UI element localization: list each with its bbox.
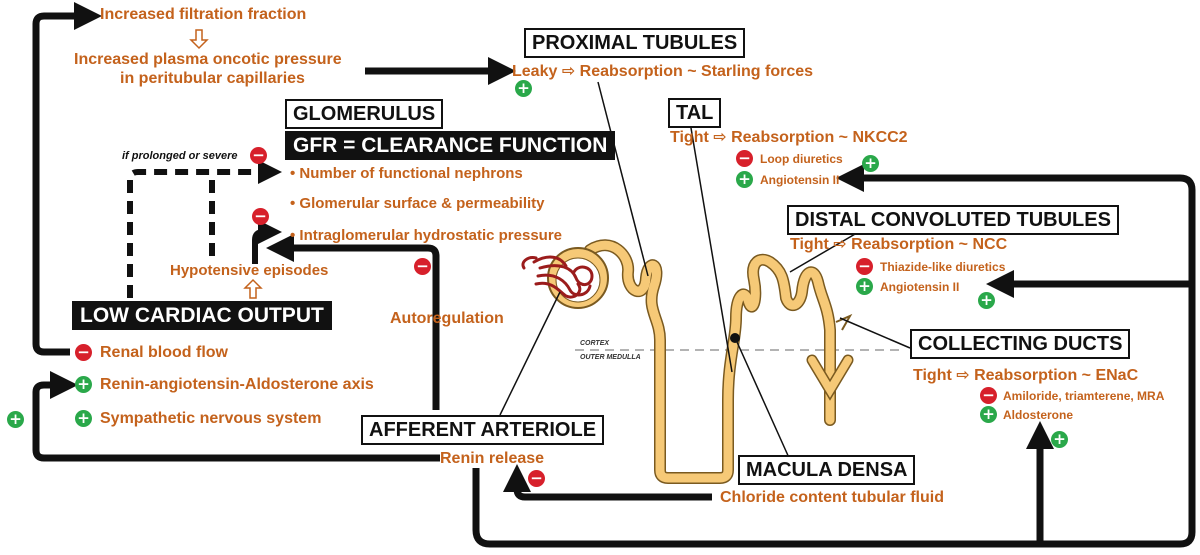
renal-blood-flow-text: Renal blood flow (100, 344, 228, 361)
arrow-renin-to-raas (32, 371, 440, 462)
macula-densa-title: MACULA DENSA (738, 455, 916, 485)
minus-icon: − (75, 344, 92, 361)
glomerulus-title: GLOMERULUS (285, 99, 444, 129)
leader-macula (736, 341, 791, 461)
tal-minus-text: Loop diuretics (760, 152, 843, 166)
filtration-fraction-text: Increased filtration fraction (100, 6, 307, 23)
renin-release-text: Renin release (440, 450, 545, 467)
chloride-content-text: Chloride content tubular fluid (720, 489, 944, 506)
dct-title: DISTAL CONVOLUTED TUBULES (787, 205, 1119, 235)
cortex-label: CORTEX (580, 340, 610, 347)
dct-plus-text: Angiotensin II (880, 280, 960, 294)
plus-icon: + (7, 411, 24, 428)
open-arrow-filtration-down (189, 29, 209, 50)
oncotic-pressure-line2: in peritubular capillaries (120, 70, 305, 87)
outer-medulla-label: OUTER MEDULLA (580, 354, 641, 361)
hypotensive-episodes-text: Hypotensive episodes (170, 262, 329, 279)
arrow-hypotensive (252, 220, 282, 264)
tal-title: TAL (668, 98, 722, 128)
minus-icon: − (856, 258, 873, 275)
prolonged-note: if prolonged or severe (122, 150, 238, 162)
glomerulus-item-pressure: • Intraglomerular hydrostatic pressure (290, 227, 562, 244)
sns-text: Sympathetic nervous system (100, 410, 322, 427)
collecting-ducts-title: COLLECTING DUCTS (910, 329, 1131, 359)
oncotic-pressure-line1: Increased plasma oncotic pressure (74, 51, 342, 68)
collecting-ducts-text: Tight ⇨ Reabsorption ~ ENaC (913, 367, 1139, 384)
plus-icon: + (1051, 431, 1068, 448)
tal-plus-text: Angiotensin II (760, 173, 840, 187)
collecting-plus-text: Aldosterone (1003, 408, 1074, 422)
afferent-arteriole-title: AFFERENT ARTERIOLE (361, 415, 605, 445)
dashed-arrow-prolonged (127, 160, 282, 298)
arrow-macula-to-renin (503, 464, 712, 501)
arrow-raas-to-tal (472, 164, 1196, 548)
glomerulus-item-nephrons: • Number of functional nephrons (290, 165, 523, 182)
minus-icon: − (414, 258, 431, 275)
raas-text: Renin-angiotensin-Aldosterone axis (100, 376, 374, 393)
leader-tal (689, 121, 733, 373)
macula-densa-dot (730, 333, 740, 343)
plus-icon: + (856, 278, 873, 295)
proximal-tubules-text: Leaky ⇨ Reabsorption ~ Starling forces (512, 63, 814, 80)
minus-icon: − (736, 150, 753, 167)
glomerulus-item-surface: • Glomerular surface & permeability (290, 195, 545, 212)
leader-proximal (597, 81, 649, 277)
minus-icon: − (528, 470, 545, 487)
plus-icon: + (75, 376, 92, 393)
minus-icon: − (252, 208, 269, 225)
tal-text: Tight ⇨ Reabsorption ~ NKCC2 (670, 129, 908, 146)
autoregulation-text: Autoregulation (390, 310, 504, 327)
arrow-renal-to-filtration (32, 2, 102, 356)
arrow-autoregulation (266, 234, 440, 410)
plus-icon: + (862, 155, 879, 172)
minus-icon: − (980, 387, 997, 404)
low-cardiac-output-title: LOW CARDIAC OUTPUT (72, 301, 332, 331)
gfr-clearance-title: GFR = CLEARANCE FUNCTION (285, 131, 616, 161)
collecting-minus-text: Amiloride, triamterene, MRA (1003, 389, 1165, 403)
dct-text: Tight ⇨ Reabsorption ~ NCC (790, 236, 1008, 253)
plus-icon: + (980, 406, 997, 423)
proximal-tubules-title: PROXIMAL TUBULES (524, 28, 746, 58)
leader-collecting (839, 317, 911, 349)
dct-marker (835, 313, 853, 331)
minus-icon: − (250, 147, 267, 164)
plus-icon: + (75, 410, 92, 427)
dct-minus-text: Thiazide-like diuretics (880, 260, 1006, 274)
plus-icon: + (978, 292, 995, 309)
glomerulus-capillaries (521, 255, 594, 299)
leader-afferent (499, 291, 561, 416)
open-arrow-cardiac-up (243, 278, 263, 299)
leader-dct (789, 229, 863, 273)
plus-icon: + (515, 80, 532, 97)
plus-icon: + (736, 171, 753, 188)
